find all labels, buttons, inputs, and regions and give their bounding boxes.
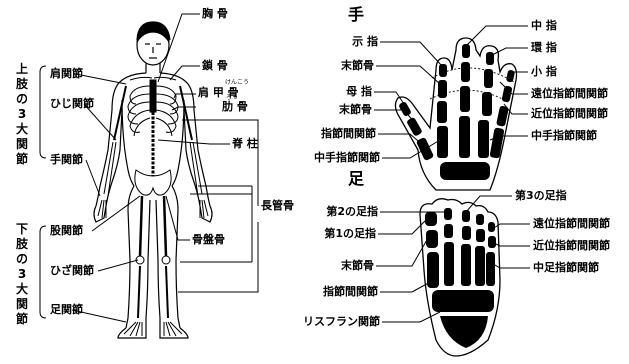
hand-mcp-joint-right-label: 中手指節関節 — [531, 130, 597, 142]
lisfranc-joint-label: リスフラン関節 — [303, 316, 380, 328]
foot-pip-joint-label: 近位指節間関節 — [533, 240, 610, 252]
thumb-label: 母 指 — [346, 86, 372, 98]
lower-limb-group-label: 下肢の3大関節 — [15, 222, 29, 327]
hand-distal-phalanx-label: 末節骨 — [341, 60, 374, 72]
index-finger-label: 示 指 — [352, 36, 378, 48]
third-toe-label: 第3の足指 — [515, 190, 567, 202]
human-figure — [94, 22, 212, 338]
long-bone-label: 長管骨 — [261, 200, 294, 212]
hand-pip-joint-label: 近位指節間関節 — [531, 108, 608, 120]
foot-ip-joint-label: 指節間関節 — [323, 286, 378, 298]
skeleton — [98, 77, 208, 336]
ring-finger-label: 環 指 — [531, 42, 557, 54]
elbow-joint-label: ひじ関節 — [50, 98, 94, 110]
hand-distal-phalanx-2-label: 末節骨 — [339, 104, 372, 116]
scapula-ruby: けんこう — [225, 79, 249, 86]
hand-title: 手 — [348, 6, 364, 24]
hand-dip-joint-label: 遠位指節間関節 — [531, 88, 608, 100]
foot-xray — [420, 199, 500, 356]
ankle-joint-label: 足関節 — [50, 304, 83, 316]
first-toe-label: 第1の足指 — [324, 228, 376, 240]
little-finger-label: 小 指 — [531, 66, 557, 78]
foot-distal-phalanx-label: 末節骨 — [341, 260, 374, 272]
middle-finger-label: 中 指 — [531, 20, 557, 32]
knee-joint-label: ひざ関節 — [50, 265, 94, 277]
foot-dip-joint-label: 遠位指節間関節 — [533, 218, 610, 230]
hip-joint-label: 股関節 — [50, 225, 83, 237]
sternum-label: 胸 骨 — [202, 8, 228, 20]
rib-label: 肋 骨 — [222, 101, 248, 113]
hand-xray — [395, 38, 516, 190]
hand-mcp-joint-left-label: 中手指節関節 — [314, 152, 380, 164]
hand-ip-joint-label: 指節間関節 — [321, 128, 376, 140]
pelvis-label: 骨盤骨 — [192, 234, 225, 246]
upper-limb-group-label: 上肢の3大関節 — [15, 62, 29, 167]
wrist-joint-label: 手関節 — [50, 154, 83, 166]
shoulder-joint-label: 肩関節 — [50, 68, 83, 80]
spine-label: 脊 柱 — [232, 138, 258, 150]
foot-mtp-joint-label: 中足指節関節 — [533, 262, 599, 274]
foot-title: 足 — [348, 170, 364, 188]
second-toe-label: 第2の足指 — [326, 206, 378, 218]
clavicle-label: 鎖 骨 — [202, 60, 228, 72]
